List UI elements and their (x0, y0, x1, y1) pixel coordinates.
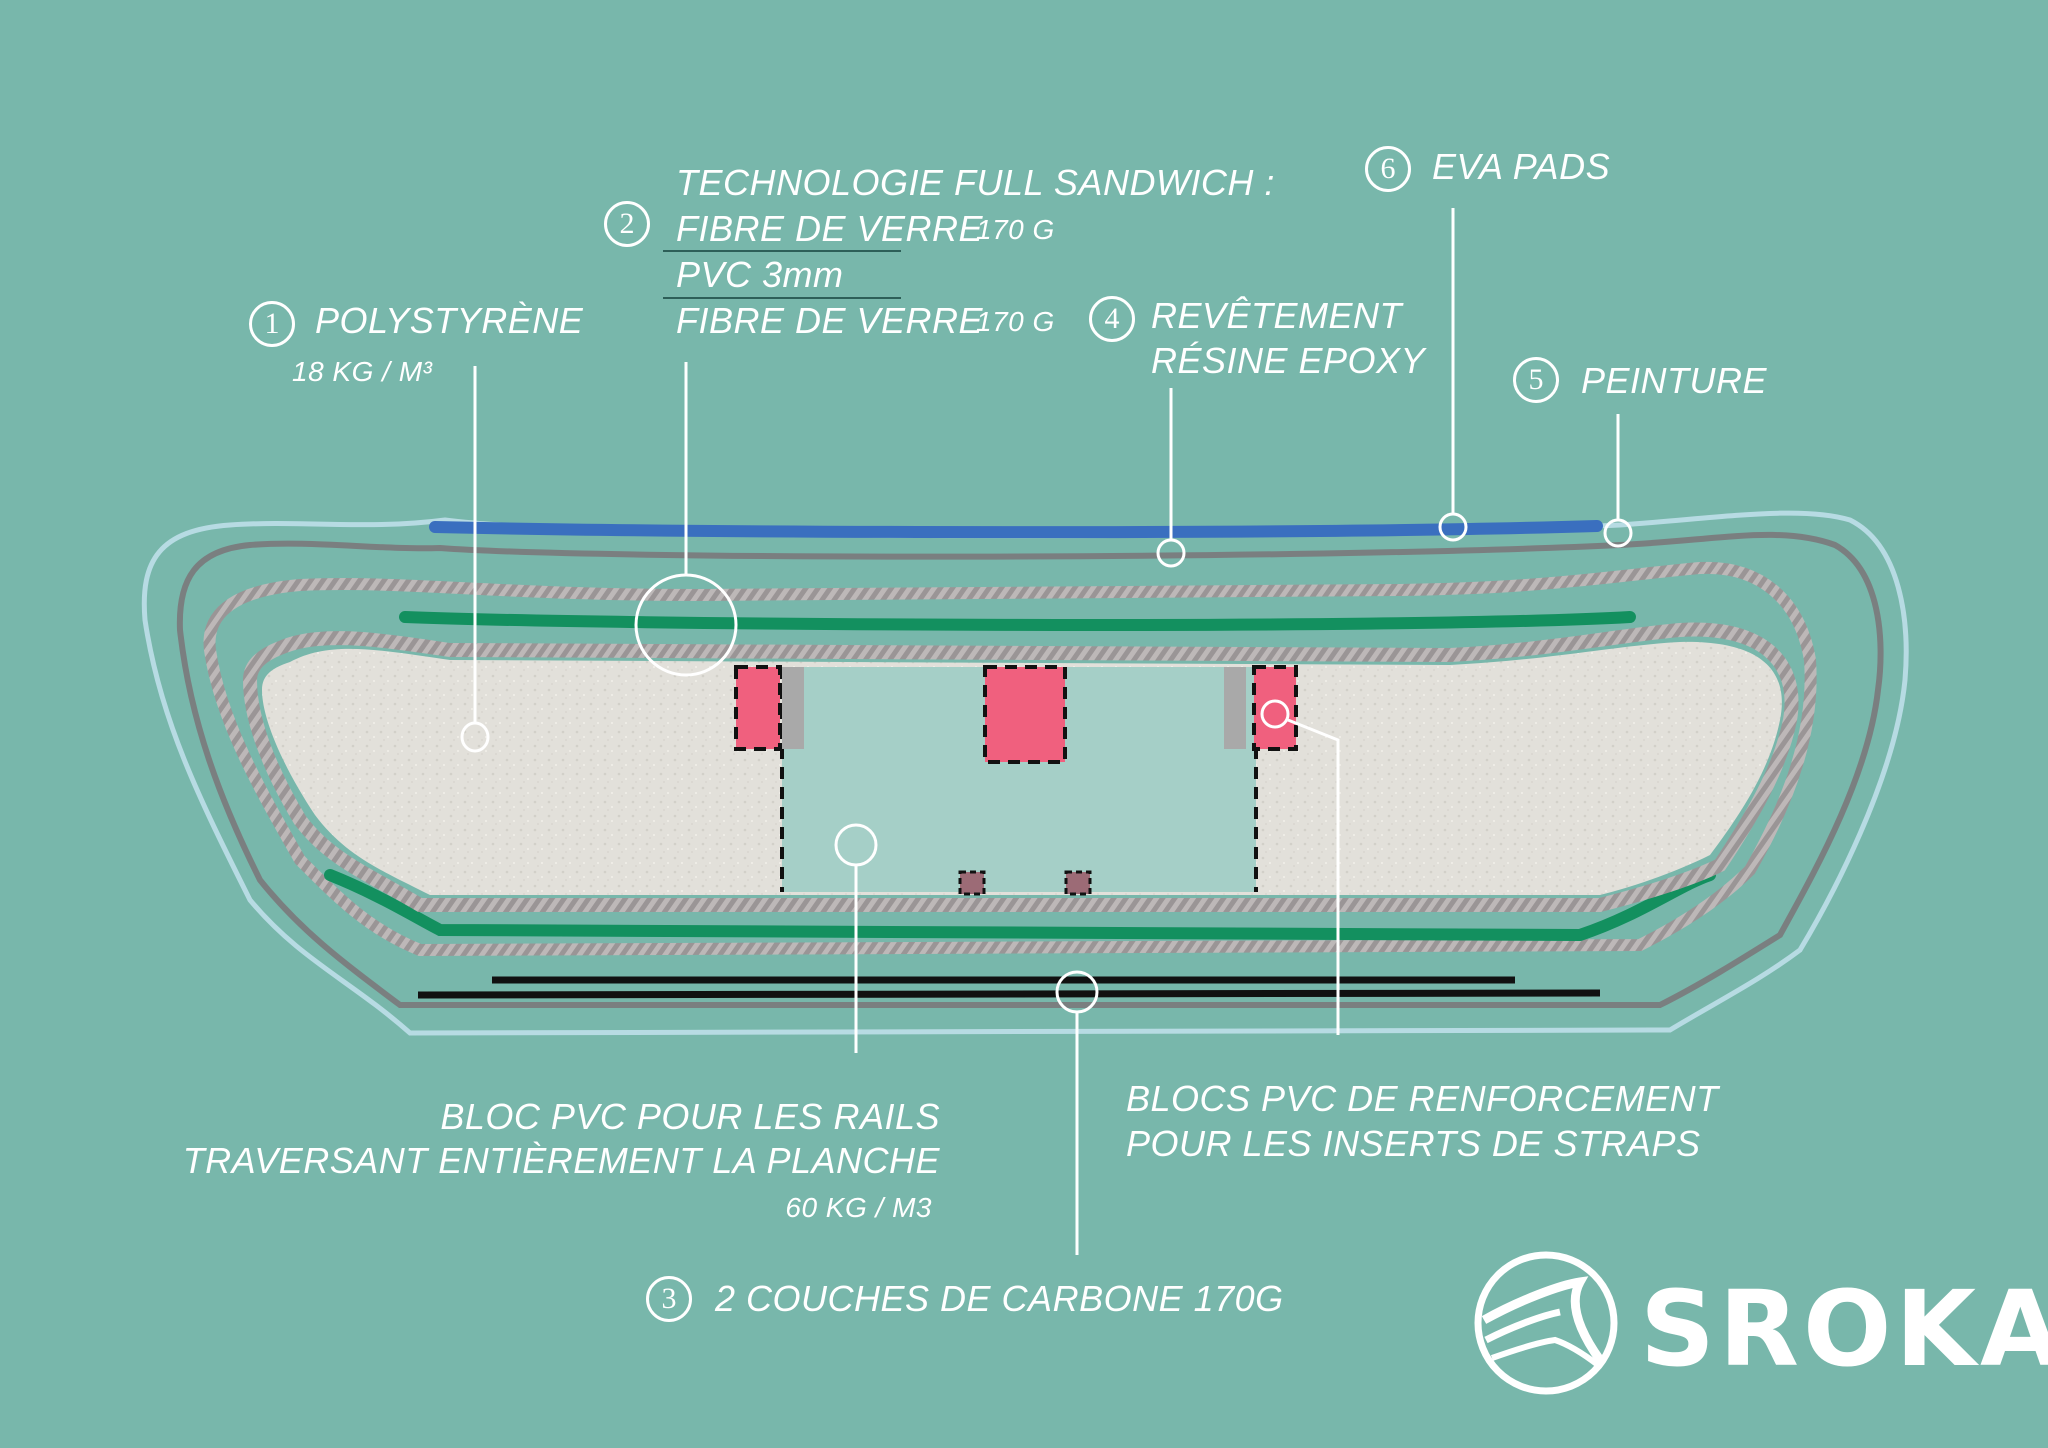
sandwich-divider-1 (663, 250, 901, 252)
insert-block-left (734, 665, 782, 751)
inner-glass-shell (242, 622, 1799, 912)
label-insert-blocks-line2: POUR LES INSERTS DE STRAPS (1126, 1123, 1701, 1164)
epoxy-layer (176, 531, 1884, 1008)
leader-insert (1287, 718, 1340, 1035)
outer-glass-shell (203, 561, 1817, 957)
label-epoxy-line2: RÉSINE EPOXY (1151, 340, 1426, 381)
marker-paint (1603, 518, 1633, 548)
sandwich-divider-2 (663, 297, 901, 299)
label-sandwich-layer3: FIBRE DE VERRE (676, 300, 984, 341)
label-rail-block-density: 60 KG / M3 (785, 1192, 932, 1223)
number-badge-3: 3 (646, 1276, 692, 1322)
eva-pads (429, 520, 1603, 539)
label-sandwich-layer1-weight: 170 G (976, 214, 1055, 245)
number-badge-5: 5 (1513, 357, 1559, 403)
number-badge-6: 6 (1365, 146, 1411, 192)
sroka-logo-emblem (1474, 1251, 1618, 1395)
sroka-logo-text: SROKA (1640, 1268, 2048, 1390)
label-sandwich-layer3-weight: 170 G (976, 306, 1055, 337)
label-sandwich-title: TECHNOLOGIE FULL SANDWICH : (676, 162, 1275, 203)
rail-block-label: BLOC PVC POUR LES RAILS TRAVERSANT ENTIÈ… (183, 1096, 940, 1224)
label-carbon: 2 COUCHES DE CARBONE 170G (715, 1278, 1284, 1319)
label-polystyrene-density: 18 KG / M³ (292, 356, 433, 387)
label-sandwich-layer2: PVC 3mm (676, 254, 844, 295)
top-glass-fibre (399, 611, 1636, 631)
number-badge-1: 1 (249, 301, 295, 347)
marker-insert (1260, 699, 1290, 729)
marker-epoxy (1156, 538, 1186, 568)
marker-eva (1438, 512, 1468, 542)
carbon-layer-2 (417, 989, 1601, 999)
insert-block-right (1252, 665, 1298, 751)
label-rail-block-line1: BLOC PVC POUR LES RAILS (440, 1096, 940, 1137)
grey-strip-right (1224, 667, 1246, 749)
number-badge-2: 2 (604, 201, 650, 247)
small-pvc-block-1 (958, 870, 986, 896)
label-insert-blocks-line1: BLOCS PVC DE RENFORCEMENT (1126, 1078, 1719, 1119)
label-paint: PEINTURE (1581, 360, 1768, 401)
grey-strip-left (782, 667, 804, 749)
label-polystyrene: POLYSTYRÈNE (315, 300, 584, 341)
label-sandwich-layer1: FIBRE DE VERRE (676, 208, 984, 249)
marker-polystyrene (460, 721, 490, 753)
leader-lines (460, 208, 1633, 1255)
label-rail-block-line2: TRAVERSANT ENTIÈREMENT LA PLANCHE (182, 1140, 940, 1181)
label-epoxy-line1: REVÊTEMENT (1151, 295, 1403, 336)
label-eva-pads: EVA PADS (1432, 146, 1611, 187)
number-badge-4: 4 (1089, 296, 1135, 342)
small-pvc-block-2 (1064, 870, 1092, 896)
marker-sandwich (634, 573, 738, 677)
insert-block-center (983, 665, 1067, 764)
